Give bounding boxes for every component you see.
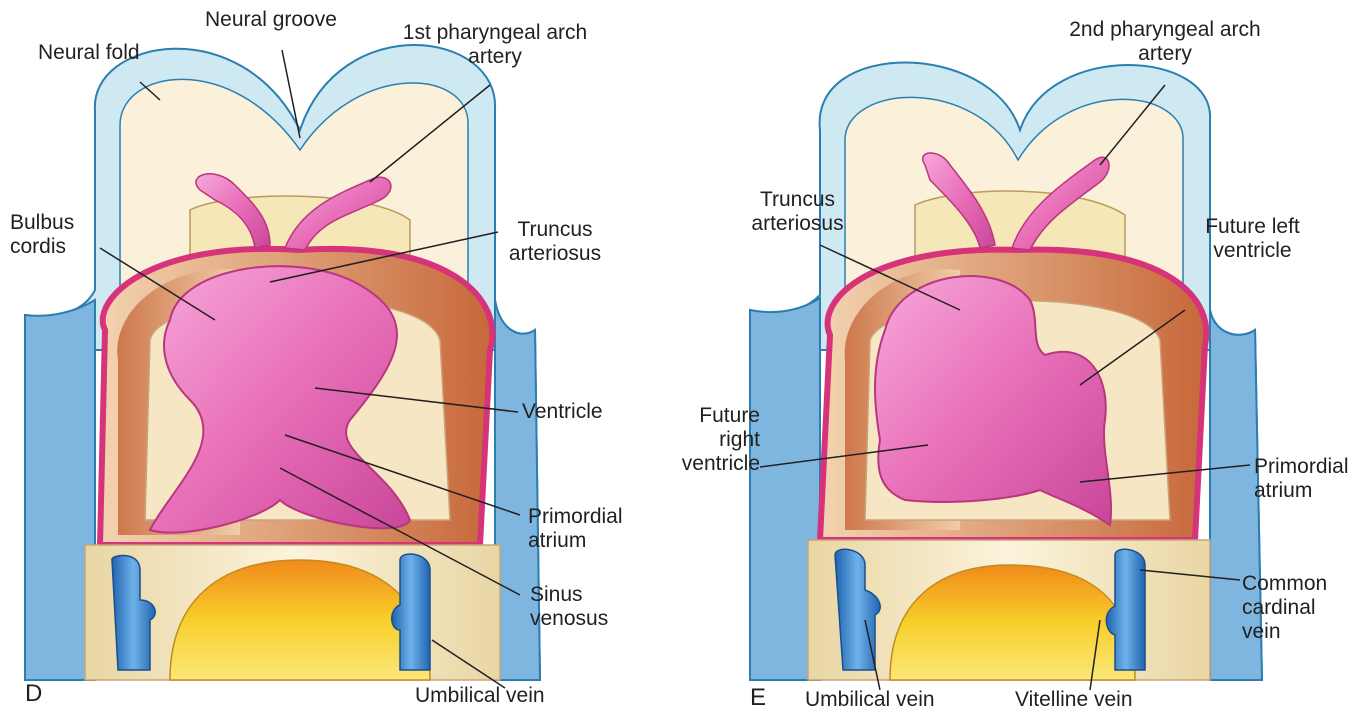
label-first-arch-artery-line1: 1st pharyngeal arch [390, 21, 600, 45]
label-future-right-ventricle: Future right ventricle [650, 404, 760, 476]
label-truncus-d-line1: Truncus [495, 218, 615, 242]
label-common-cardinal-line1: Common [1242, 572, 1327, 596]
label-primordial-atrium-d: Primordial atrium [528, 505, 623, 553]
label-bulbus-cordis-line2: cordis [10, 235, 74, 259]
label-first-arch-artery-line2: artery [390, 45, 600, 69]
label-umbilical-vein-d: Umbilical vein [415, 684, 545, 708]
label-sinus-venosus: Sinus venosus [530, 583, 608, 631]
label-future-right-line3: ventricle [650, 452, 760, 476]
label-future-right-line1: Future [650, 404, 760, 428]
panel-letter-d: D [25, 680, 42, 708]
label-common-cardinal-line3: vein [1242, 620, 1327, 644]
label-neural-groove: Neural groove [205, 8, 337, 32]
label-primordial-atrium-d-line1: Primordial [528, 505, 623, 529]
label-second-arch-artery-line1: 2nd pharyngeal arch [1050, 18, 1280, 42]
label-future-left-line2: ventricle [1185, 239, 1320, 263]
label-neural-fold: Neural fold [38, 41, 140, 65]
label-truncus-arteriosus-d: Truncus arteriosus [495, 218, 615, 266]
label-sinus-venosus-line2: venosus [530, 607, 608, 631]
panel-d-illustration [25, 45, 540, 688]
label-future-right-line2: right [650, 428, 760, 452]
label-primordial-atrium-e-line2: atrium [1254, 479, 1349, 503]
panel-e-illustration [750, 63, 1262, 691]
label-primordial-atrium-e: Primordial atrium [1254, 455, 1349, 503]
label-sinus-venosus-line1: Sinus [530, 583, 608, 607]
label-truncus-arteriosus-e: Truncus arteriosus [735, 188, 860, 236]
label-umbilical-vein-e: Umbilical vein [805, 688, 935, 712]
label-truncus-d-line2: arteriosus [495, 242, 615, 266]
label-bulbus-cordis: Bulbus cordis [10, 211, 74, 259]
label-first-arch-artery: 1st pharyngeal arch artery [390, 21, 600, 69]
label-primordial-atrium-e-line1: Primordial [1254, 455, 1349, 479]
label-primordial-atrium-d-line2: atrium [528, 529, 623, 553]
label-common-cardinal-vein: Common cardinal vein [1242, 572, 1327, 644]
label-second-arch-artery: 2nd pharyngeal arch artery [1050, 18, 1280, 66]
label-future-left-line1: Future left [1185, 215, 1320, 239]
label-ventricle: Ventricle [522, 400, 603, 424]
label-common-cardinal-line2: cardinal [1242, 596, 1327, 620]
label-vitelline-vein: Vitelline vein [1015, 688, 1133, 712]
label-truncus-e-line2: arteriosus [735, 212, 860, 236]
label-future-left-ventricle: Future left ventricle [1185, 215, 1320, 263]
panel-letter-e: E [750, 684, 766, 712]
label-bulbus-cordis-line1: Bulbus [10, 211, 74, 235]
label-second-arch-artery-line2: artery [1050, 42, 1280, 66]
label-truncus-e-line1: Truncus [735, 188, 860, 212]
